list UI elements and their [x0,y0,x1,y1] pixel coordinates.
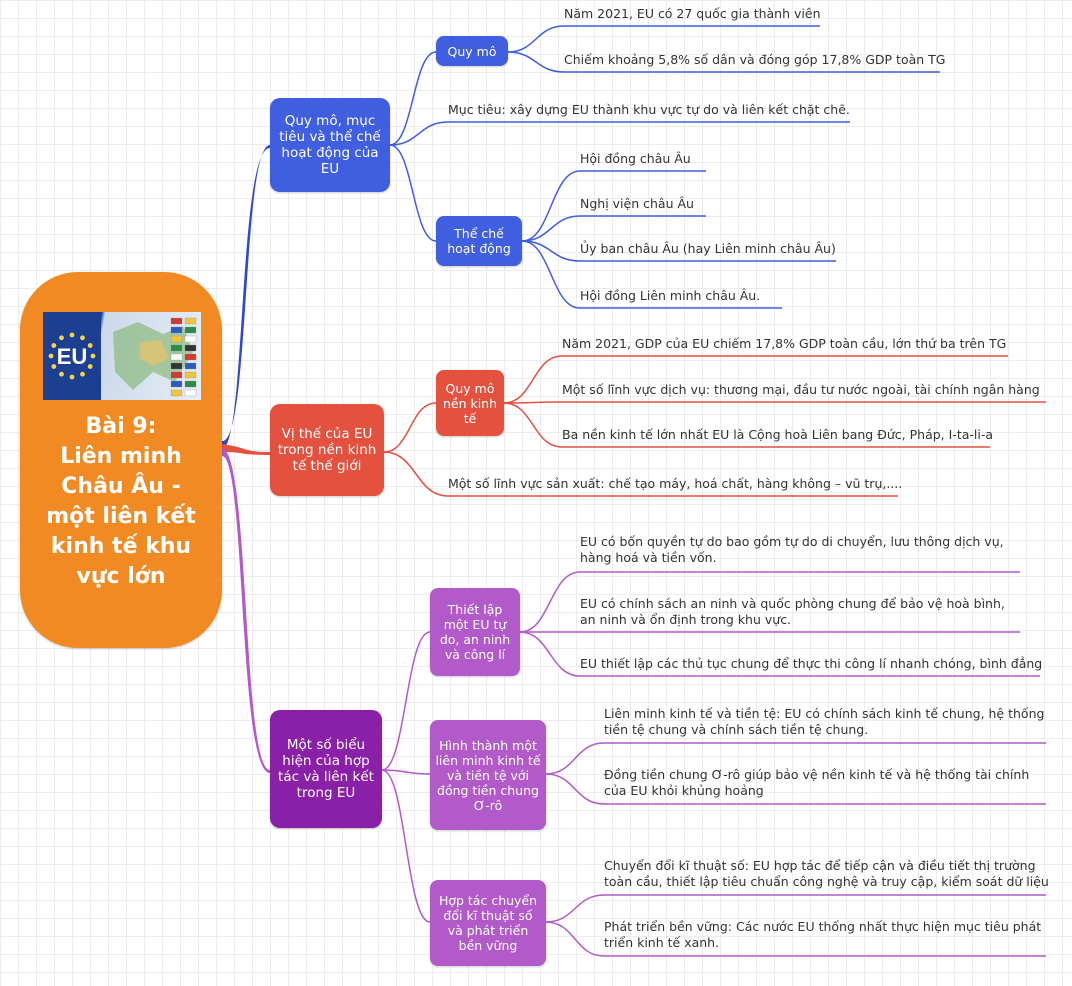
mini-flag [170,362,183,370]
leaf-council-of-eu: Hội đồng Liên minh châu Âu. [580,288,761,303]
mini-flag [170,353,183,361]
leaf-sustainable-development: Phát triển bền vững: Các nước EU thống n… [604,919,1042,950]
link [503,355,563,404]
sub-label: Hình thành một liên minh kinh tế và tiền… [435,737,541,813]
link [503,401,563,404]
leaf-four-freedoms: EU có bốn quyền tự do bao gồm tự do di c… [580,534,1004,565]
mini-flag [170,317,183,325]
sub-label: Quy mô [447,43,497,59]
root-link-red [222,444,270,455]
sub-label: Hợp tác chuyển đổi kĩ thuật số và phát t… [438,893,538,953]
branch-label: Vị thế của EU trong nền kinh tế thế giới [277,426,377,474]
sub-freedom-security-justice[interactable]: Thiết lập một EU tự do, an ninh và công … [430,588,520,676]
link [503,402,563,448]
leaf-largest-economies: Ba nền kinh tế lớn nhất EU là Cộng hoà L… [562,427,994,442]
leaf-population-gdp: Chiếm khoảng 5,8% số dân và đóng góp 17,… [564,52,946,67]
link [545,894,605,923]
mini-flag [184,389,197,397]
link [521,215,581,242]
root-link-purple [222,448,270,773]
link [383,402,437,453]
leaf-manufacturing-sectors: Một số lĩnh vực sản xuất: chế tạo máy, h… [448,476,903,491]
sub-institutions[interactable]: Thể chế hoạt động [436,216,522,266]
leaf-gdp-share: Năm 2021, GDP của EU chiếm 17,8% GDP toà… [562,336,1007,351]
leaf-economic-union: Liên minh kinh tế và tiền tệ: EU có chín… [604,706,1045,737]
mini-flag [184,326,197,334]
link [521,240,581,262]
mini-flag [184,380,197,388]
leaf-euro-currency: Đồng tiền chung Ơ-rô giúp bảo vệ nền kin… [604,767,1030,798]
flag-star [90,353,96,359]
sub-label: Thể chế hoạt động [447,226,511,256]
flag-star [69,332,75,338]
leaf-justice-procedures: EU thiết lập các thủ tục chung để thực t… [580,656,1043,671]
flag-star [51,343,57,348]
flag-star [59,371,64,377]
mini-flag [184,353,197,361]
link [519,571,581,633]
mini-flag [170,326,183,334]
link [389,121,449,146]
branch-cooperation[interactable]: Một số biểu hiện của hợp tác và liên kết… [270,710,382,828]
leaf-digital-transformation: Chuyển đổi kĩ thuật số: EU hợp tác để ti… [604,858,1049,889]
mini-flag [170,371,183,379]
branch-label: Quy mô, mục tiêu và thể chế hoạt động củ… [279,113,381,177]
mini-flag [170,380,183,388]
link [521,170,581,242]
leaf-european-council: Hội đồng châu Âu [580,151,691,166]
sub-scale[interactable]: Quy mô [436,36,508,66]
leaf-european-parliament: Nghị viện châu Âu [580,196,694,211]
link [507,51,565,73]
mini-flag [170,344,183,352]
link [521,240,581,309]
mini-flag [184,371,197,379]
mini-flag [170,335,183,343]
flag-star [59,335,64,341]
link [519,631,581,677]
link [545,773,605,805]
branch-scale-institutions[interactable]: Quy mô, mục tiêu và thể chế hoạt động củ… [270,98,390,192]
link [381,769,431,923]
flag-star [69,374,75,380]
flag-star [80,371,85,377]
link [389,144,437,242]
branch-world-position[interactable]: Vị thế của EU trong nền kinh tế thế giới [270,404,384,496]
root-topic[interactable]: EU Bài 9: Liên minh Châu Âu - một liên k… [20,272,222,648]
flag-star [87,343,93,348]
sub-label: Quy mô nền kinh tế [442,380,498,426]
leaf-security-policy: EU có chính sách an ninh và quốc phòng c… [580,596,1005,627]
link [381,769,431,775]
mini-flag [170,389,183,397]
leaf-european-commission: Ủy ban châu Âu (hay Liên minh châu Âu) [580,241,836,256]
link [507,25,565,53]
mini-flag [184,317,197,325]
sub-economic-monetary-union[interactable]: Hình thành một liên minh kinh tế và tiền… [430,720,546,830]
flag-star [51,364,57,369]
link [381,631,431,771]
leaf-member-states: Năm 2021, EU có 27 quốc gia thành viên [564,6,821,21]
branch-label: Một số biểu hiện của hợp tác và liên kết… [278,737,374,801]
mini-flag [184,362,197,370]
link [545,921,605,957]
flag-star [48,353,54,359]
eu-flag-icon: EU [43,312,197,400]
flag-star [80,335,85,341]
sub-economy-size[interactable]: Quy mô nền kinh tế [436,370,504,436]
root-title: Bài 9: Liên minh Châu Âu - một liên kết … [46,414,196,589]
mini-flag [184,344,197,352]
root-link-blue [222,145,270,449]
leaf-service-sectors: Một số lĩnh vực dịch vụ: thương mại, đầu… [562,382,1040,397]
flag-label: EU [57,344,88,369]
link [389,51,437,146]
sub-label: Thiết lập một EU tự do, an ninh và công … [439,602,511,662]
link [545,742,605,775]
sub-digital-sustainable[interactable]: Hợp tác chuyển đổi kĩ thuật số và phát t… [430,880,546,966]
mini-flag [184,335,197,343]
eu-flag-map-image: EU [43,312,201,400]
leaf-objective: Mục tiêu: xây dựng EU thành khu vực tự d… [448,102,850,117]
link [383,451,449,497]
flag-star [87,364,93,369]
